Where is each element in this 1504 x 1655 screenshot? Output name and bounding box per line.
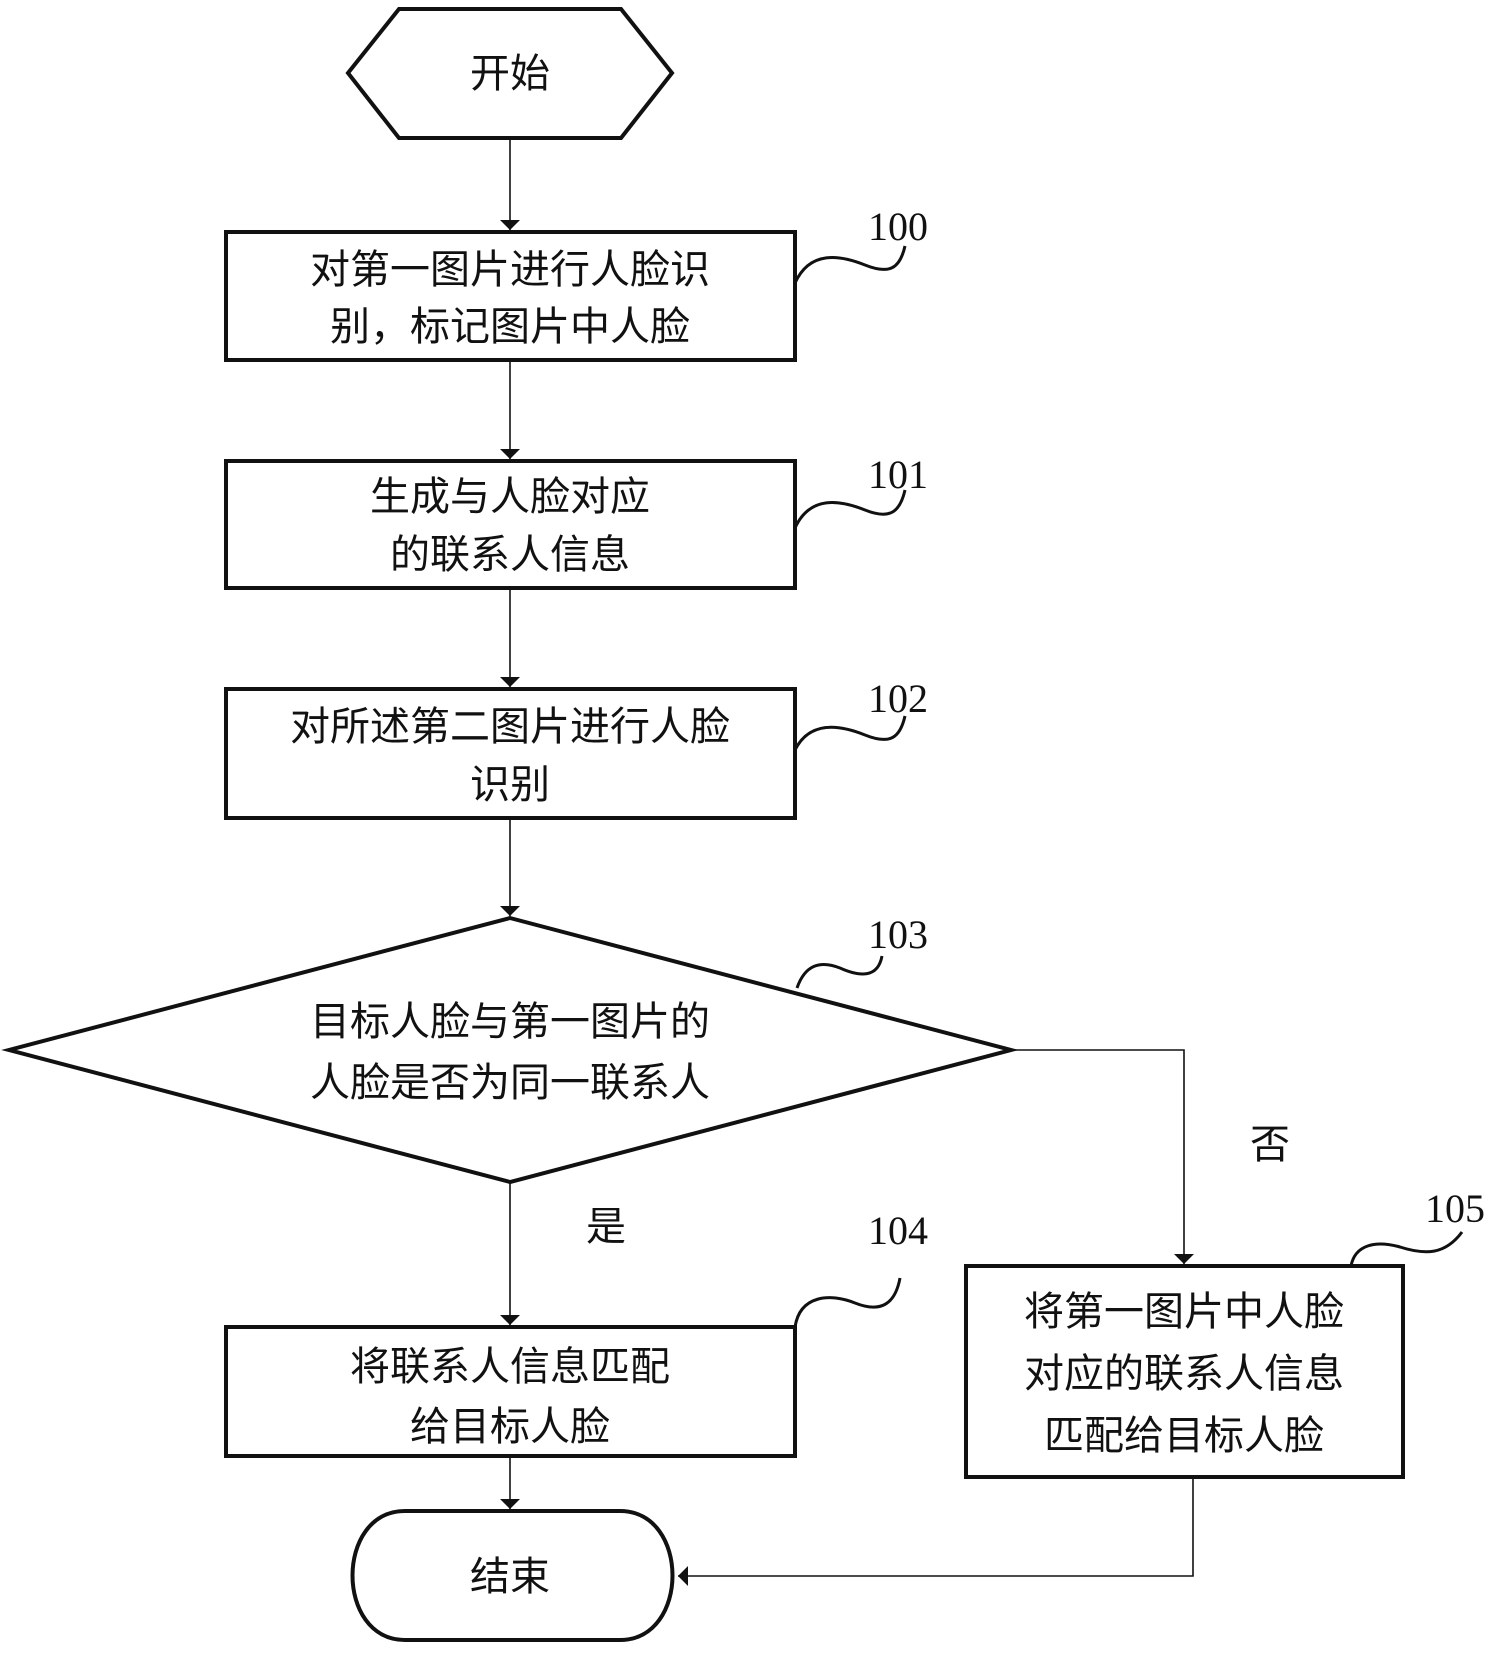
step-102-line-2: 识别: [470, 762, 550, 808]
step-105-box: [964, 1264, 1405, 1479]
start-label: 开始: [470, 51, 550, 97]
step-102-box: [224, 687, 797, 820]
step-102-node: 对所述第二图片进行人脸 识别 102: [224, 676, 928, 820]
step-100-leader-line: [793, 245, 907, 284]
step-102-ref: 102: [868, 676, 928, 721]
step-105-ref: 105: [1425, 1186, 1485, 1231]
step-101-line-1: 生成与人脸对应: [370, 474, 650, 520]
step-104-ref: 104: [868, 1208, 928, 1253]
step-103-ref: 103: [868, 912, 928, 957]
step-102-leader-line: [793, 715, 907, 751]
step-101-leader-line: [793, 489, 907, 529]
step-103-line-1: 目标人脸与第一图片的: [310, 999, 710, 1045]
end-label: 结束: [470, 1554, 550, 1600]
step-102-line-1: 对所述第二图片进行人脸: [290, 704, 730, 750]
step-105-leader-line: [1349, 1231, 1464, 1267]
step-101-line-2: 的联系人信息: [390, 532, 630, 578]
step-103-leader-line: [795, 955, 884, 989]
branch-yes-label: 是: [586, 1204, 626, 1250]
step-100-line-1: 对第一图片进行人脸识: [310, 247, 710, 293]
step-105-line-3: 匹配给目标人脸: [1044, 1413, 1324, 1459]
step-105-line-2: 对应的联系人信息: [1024, 1351, 1344, 1397]
step-103-line-2: 人脸是否为同一联系人: [310, 1060, 710, 1106]
step-103-diamond: [1, 915, 1019, 1185]
step-101-node: 生成与人脸对应 的联系人信息 101: [224, 452, 928, 590]
step-105-node: 将第一图片中人脸 对应的联系人信息 105 匹配给目标人脸: [964, 1186, 1485, 1479]
edge-105-to-end: [678, 1477, 1194, 1586]
edge-103-to-105: [1011, 1049, 1194, 1264]
step-104-line-2: 给目标人脸: [410, 1404, 610, 1450]
step-100-node: 对第一图片进行人脸识 别，标记图片中人脸 100: [224, 204, 928, 362]
step-101-ref: 101: [868, 452, 928, 497]
start-node: 开始: [345, 7, 675, 140]
step-100-line-2: 别，标记图片中人脸: [330, 304, 690, 350]
start-hexagon-shape: [345, 7, 675, 140]
step-100-box: [224, 230, 797, 362]
step-103-node: 目标人脸与第一图片的 人脸是否为同一联系人 103: [1, 912, 1019, 1185]
step-104-node: 将联系人信息匹配 给目标人脸 104: [224, 1208, 928, 1458]
step-101-box: [224, 459, 797, 590]
step-104-line-1: 将联系人信息匹配: [350, 1344, 670, 1390]
connectors: [500, 138, 1194, 1586]
end-node: 结束: [350, 1509, 675, 1642]
branch-no-label: 否: [1250, 1122, 1290, 1168]
step-104-box: [224, 1325, 797, 1458]
end-terminator-shape: [350, 1509, 675, 1642]
step-104-leader-line: [793, 1277, 902, 1328]
step-100-ref: 100: [868, 204, 928, 249]
step-105-line-1: 将第一图片中人脸: [1024, 1289, 1344, 1335]
